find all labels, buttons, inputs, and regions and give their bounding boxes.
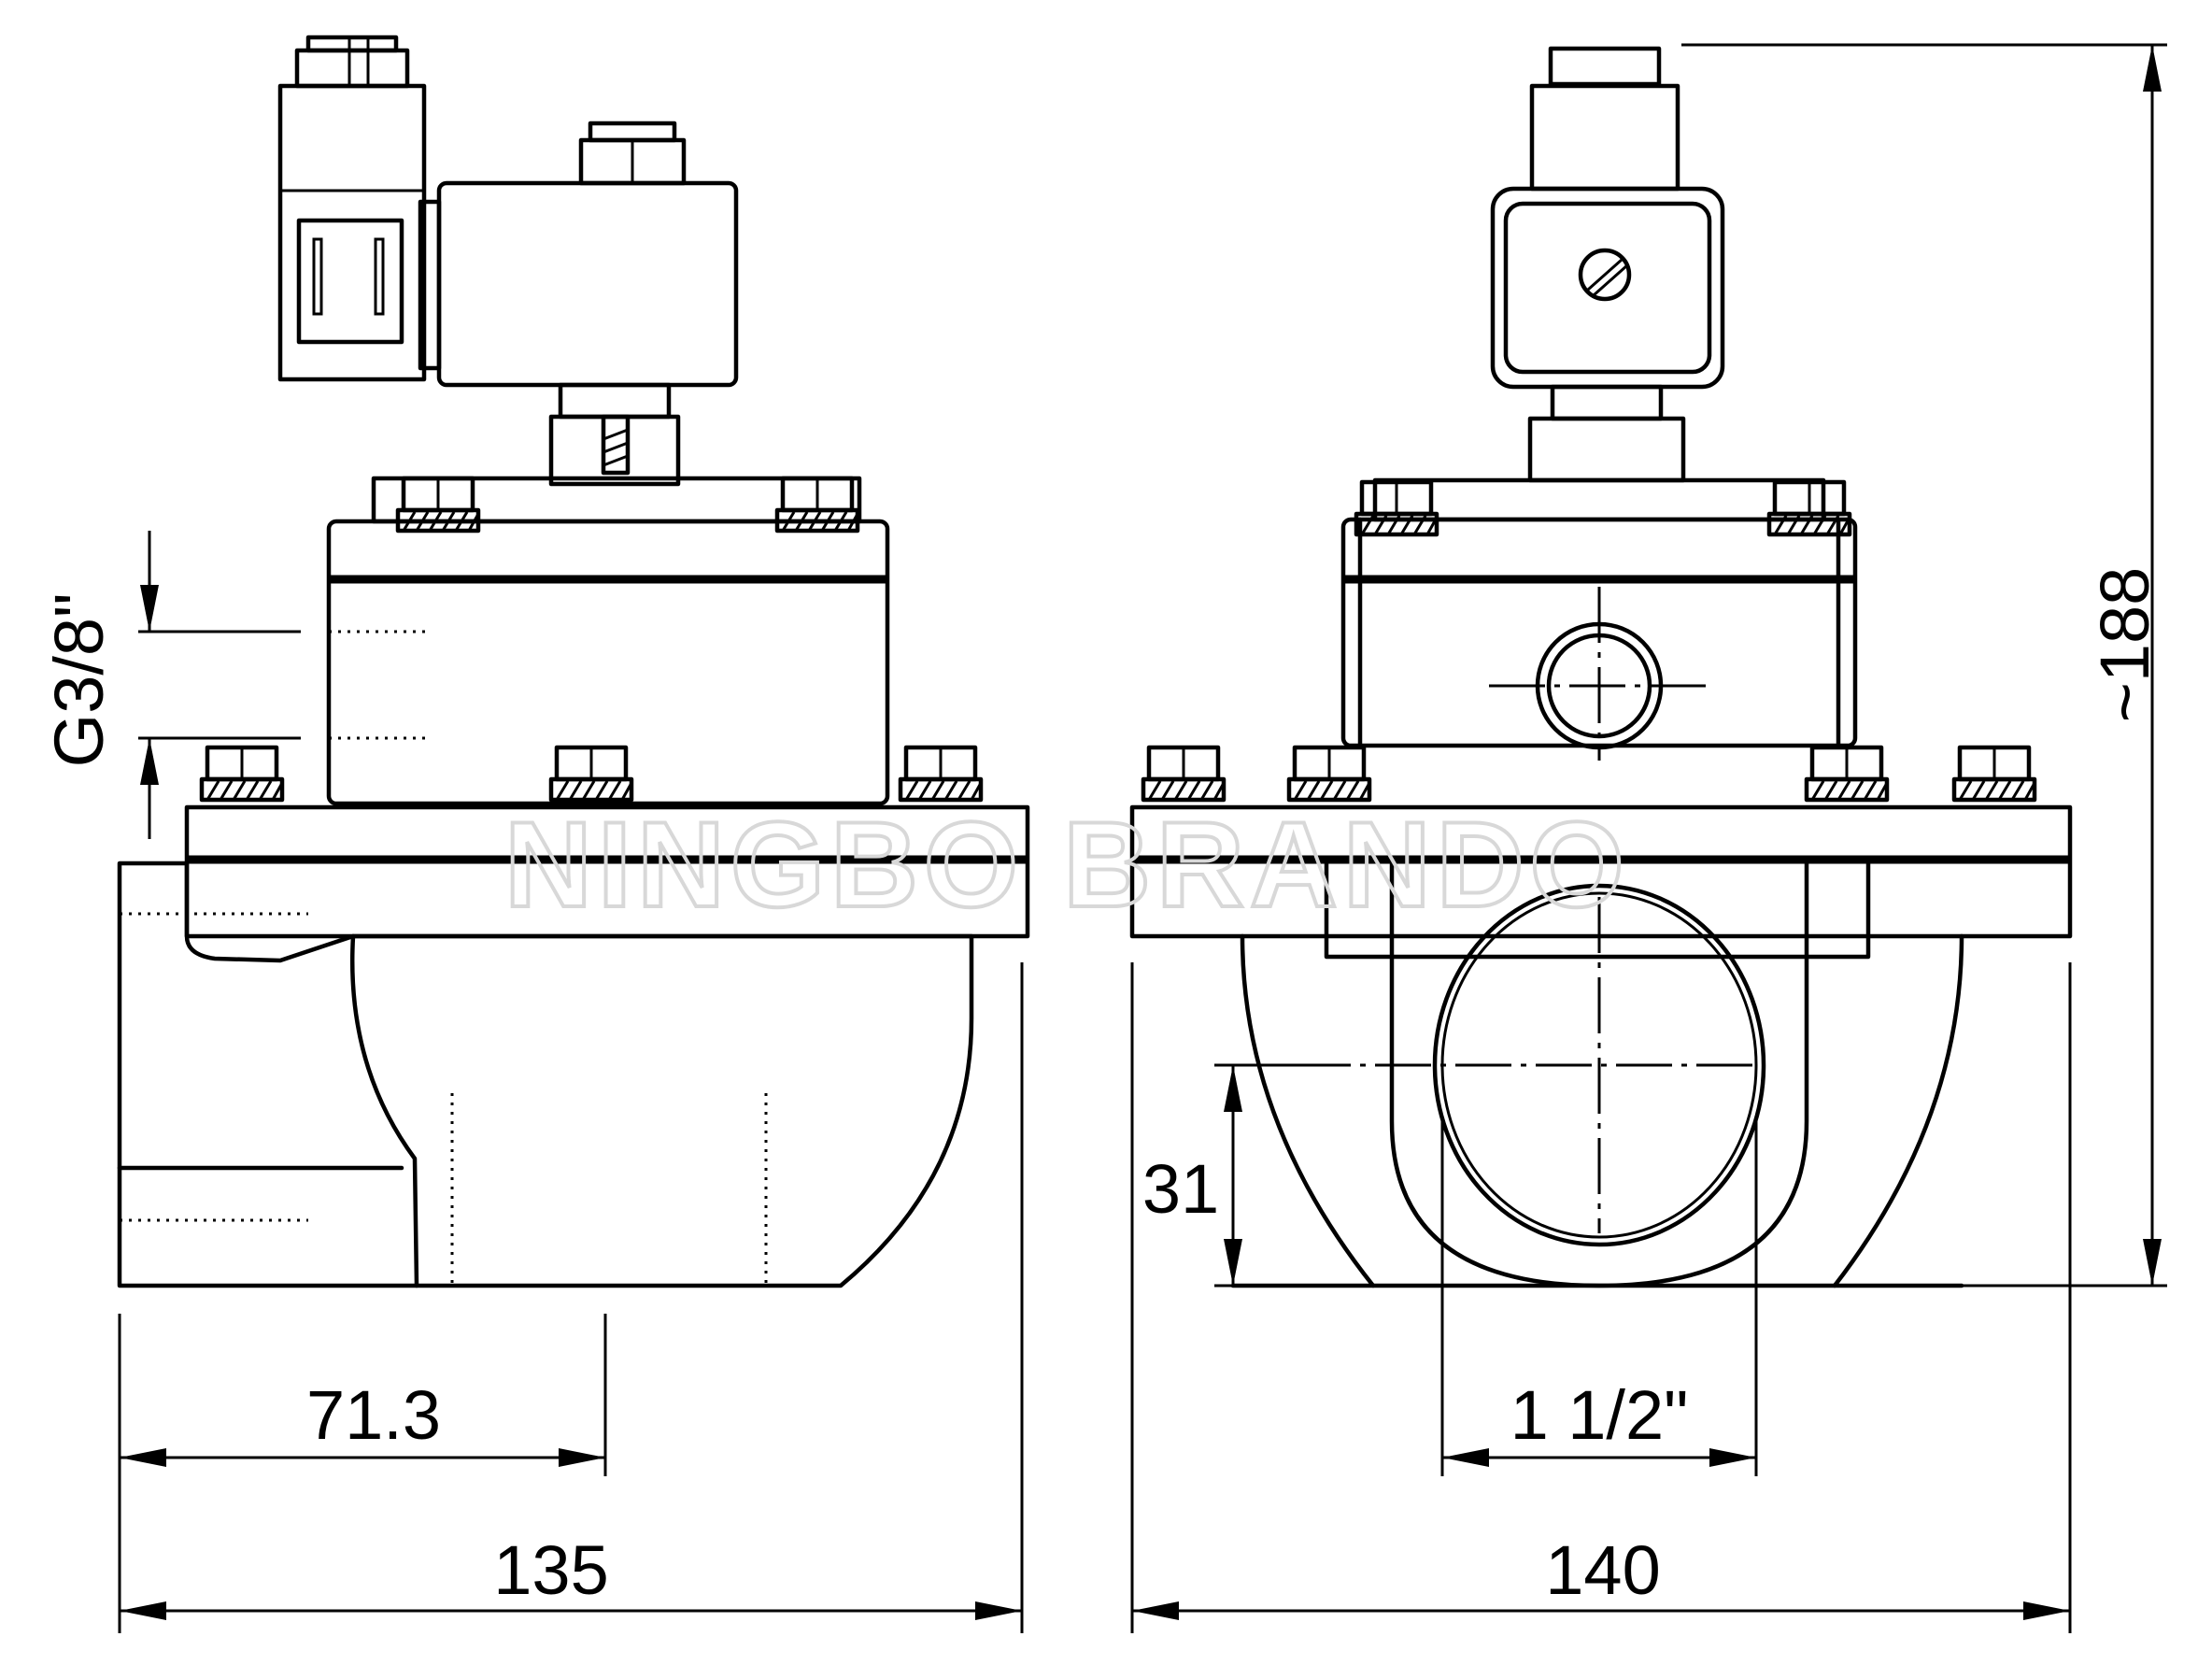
coil bbox=[418, 121, 739, 388]
dim-port-size: 1 1/2" bbox=[1510, 1376, 1689, 1454]
watermark: NINGBO BRANDO bbox=[504, 796, 1630, 932]
front-flange bbox=[1129, 804, 2073, 960]
upper-cover-front bbox=[1340, 477, 1858, 761]
connector-plug bbox=[277, 35, 427, 382]
dim-inlet-length: 71.3 bbox=[306, 1376, 441, 1454]
front-view bbox=[1129, 46, 2073, 1288]
front-body bbox=[1214, 857, 1964, 1288]
dim-outlet-height: 31 bbox=[1142, 1150, 1219, 1228]
side-view bbox=[117, 35, 1030, 1288]
dim-body-width: 140 bbox=[1545, 1531, 1660, 1609]
upper-cover bbox=[326, 476, 890, 806]
dim-body-length: 135 bbox=[493, 1531, 608, 1609]
valve-body bbox=[117, 861, 974, 1288]
dimension-lines bbox=[118, 43, 2167, 1633]
dim-total-height: ~188 bbox=[2086, 567, 2163, 723]
dim-pilot-port: G3/8" bbox=[40, 593, 118, 768]
connector-front bbox=[1490, 46, 1725, 390]
pilot-stem bbox=[548, 382, 681, 487]
